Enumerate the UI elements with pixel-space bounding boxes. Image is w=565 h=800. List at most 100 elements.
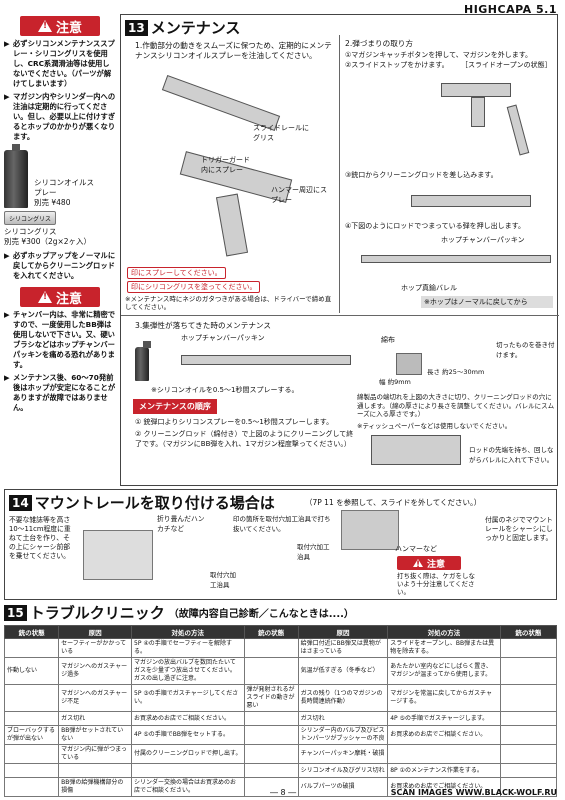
caution-text: 打ち抜く際は、ケガをしないよう十分注意してください。: [397, 572, 475, 596]
grease-legend: 印にシリコングリスを塗ってください。: [127, 281, 261, 293]
oil-spray-can-image: [4, 144, 28, 208]
grip-image: [215, 193, 249, 257]
table-cell: ガスの残り（1つのマガジンの長時間連続作動）: [297, 684, 389, 712]
slide-rail-label: スライドレールにグリス: [253, 124, 309, 142]
table-header: 対処の方法: [131, 625, 245, 639]
tissue-note: ※ティッシュペーパーなどは使用しないでください。: [357, 422, 512, 430]
table-cell: お買求めのお店でご相談ください。: [387, 725, 501, 745]
table-cell: バルブパーツの破損: [297, 777, 389, 797]
cut-label: 切ったものを巻き付けます。: [496, 341, 555, 359]
table-cell: [499, 657, 558, 685]
scan-credit: SCAN IMAGES WWW.BLACK-WOLF.RU: [390, 788, 557, 797]
pistol-image: [441, 83, 511, 97]
hop-packing-label-2: ホップチャンバーパッキン: [181, 334, 265, 342]
cloth-label: 綿布: [381, 336, 395, 344]
hop-note: ※ホップはノーマルに戻してから: [421, 296, 553, 308]
table-cell: [499, 744, 558, 764]
step2-4: ④下図のようにロッドでつまっている弾を押し出します。: [345, 222, 525, 230]
table-cell: [243, 744, 299, 764]
table-cell: 気温が低すぎる（冬季など）: [297, 657, 389, 685]
table-cell: [499, 725, 558, 745]
table-cell: あたたかい室内などにしばらく置き、マガジンが温まってから使用します。: [387, 657, 501, 685]
caution-badge: 注意: [20, 16, 100, 36]
table-cell: 作動しない: [3, 657, 60, 685]
step3-title: 3.集弾性が落ちてきた時のメンテナンス: [135, 321, 271, 330]
order-step2: ② クリーニングロッド（綿付き）で上図のようにクリーニングして終了です。（マガジ…: [135, 430, 354, 448]
table-cell: ガス切れ: [58, 711, 133, 726]
table-cell: BB弾の給弾機構部分の損傷: [58, 777, 133, 797]
screw-note: ※メンテナンス時にネジのガタつきがある場合は、ドライバーで締め直してください。: [125, 295, 332, 311]
table-cell: シリンダー交換の場合はお買求めのお店でご相談ください。: [131, 777, 245, 797]
cloth-length: 長さ 約25〜30mm: [427, 368, 485, 376]
table-cell: 8P ①のメンテナンス作業をする。: [387, 763, 501, 778]
table-cell: ブローバックするが弾が出ない: [3, 725, 60, 745]
warning-icon: [37, 291, 52, 303]
handkerchief-label: 折り畳んだハンカチなど: [157, 515, 205, 533]
table-cell: マガジンの放出バルブを数回たたいてガスを少量ずつ放出させてください。ガスの出し過…: [131, 657, 245, 685]
warning-item: ▶必ずホップアップをノーマルに戻してからクリーニングロッドを入れてください。: [4, 251, 116, 280]
table-cell: セーフティーがかかっている: [58, 638, 133, 658]
trigger-guard-label: トリガーガード内にスプレー: [201, 156, 250, 174]
step1-text: 1.作動部分の動きをスムーズに保つため、定期的にメンテナンスシリコンオイルスプレ…: [135, 41, 332, 60]
table-cell: [3, 777, 60, 797]
left-column: 注意 ▶必ずシリコンメンテナンススプレー・シリコングリスを使用し、CRC系潤滑油…: [4, 16, 116, 486]
hole-tool-label: 取付穴加工治具: [210, 571, 236, 589]
table-header: 原因: [58, 625, 133, 639]
warning-icon: [412, 559, 423, 570]
table-cell: [499, 763, 558, 778]
table-cell: BB弾がセットされていない: [58, 725, 133, 745]
table-header: 銃の状態: [3, 625, 60, 639]
table-cell: [243, 777, 299, 797]
table-cell: [3, 684, 60, 712]
rod-note: ロッドの先端を持ち、回しながらバレルに入れて下さい。: [469, 446, 554, 464]
rod-insert-image: [411, 195, 531, 207]
table-cell: [243, 657, 299, 685]
hole-tool-label-2: 取付穴加工治具: [297, 543, 330, 561]
page-number: ― 8 ―: [270, 788, 297, 797]
model-name: HIGHCAPA 5.1: [463, 3, 557, 16]
caution-label: 注意: [55, 20, 82, 36]
table-cell: [387, 744, 501, 764]
table-header: 対処の方法: [387, 625, 501, 639]
step2-title: 2.弾づまりの取り方: [345, 39, 413, 48]
table-header: 原因: [297, 625, 389, 639]
pistol-grip-image: [471, 97, 485, 127]
table-cell: 4P ⑤の手順でBB弾をセットする。: [131, 725, 245, 745]
barrel-cleaning-image: [181, 355, 351, 365]
grease-price: 別売 ¥300（2g×2ヶ入）: [4, 237, 92, 246]
cloth-image: [396, 353, 422, 375]
grease-tube-image: シリコングリス: [4, 211, 56, 225]
spray-legend: 印にスプレーしてください。: [127, 267, 226, 279]
warning-item: ▶メンテナンス後、60〜70発前後はホップが安定になることがありますが故障ではあ…: [4, 373, 116, 412]
cut-note: 印の箇所を取付穴加工治具で打ち抜いてください。: [233, 515, 331, 533]
table-cell: [3, 638, 60, 658]
table-cell: マガジンを常温に戻してからガスチャージする。: [387, 684, 501, 712]
rod-hand-image: [371, 435, 461, 465]
warning-item: ▶マガジン内やシリンダー内への注油は定期的に行ってください。但し、必要以上に付け…: [4, 92, 116, 141]
cleaning-text: 綿製品の端切れを上図の大きさに切り、クリーニングロッドの穴に通します。（綿の厚さ…: [357, 393, 555, 418]
books-image: [83, 530, 153, 580]
table-cell: マガジンへのガスチャージ不足: [58, 684, 133, 712]
caution-badge: 注意: [20, 287, 100, 307]
order-step1: ① 銃弾口よりシリコンスプレーを0.5〜1秒間スプレーします。: [135, 418, 334, 426]
table-cell: スライドをオープンし、BB弾または異物を除去する。: [387, 638, 501, 658]
table-cell: 4P ⑤の手順でガスチャージします。: [387, 711, 501, 726]
table-cell: ガス切れ: [297, 711, 389, 726]
hammer-label: ハンマーなど: [395, 545, 437, 553]
platform-note: 不要な雑誌等を高さ10〜11cm程度に重ねて土台を作り、その上にシャーシ前部を乗…: [9, 516, 71, 560]
reference-note: （7P 11 を参照して、スライドを外してください。）: [305, 498, 482, 507]
screw-note: 付属のネジでマウントレールをシャーシにしっかりと固定します。: [485, 516, 553, 542]
spray-can-image: [135, 341, 151, 381]
table-cell: [131, 763, 245, 778]
table-row: BB弾の給弾機構部分の損傷シリンダー交換の場合はお買求めのお店でご相談ください。…: [3, 777, 558, 797]
trouble-table: 銃の状態原因対処の方法銃の状態原因対処の方法銃の状態 セーフティーがかかっている…: [3, 625, 558, 797]
hop-barrel-label: ホップ真鍮バレル: [401, 284, 457, 292]
